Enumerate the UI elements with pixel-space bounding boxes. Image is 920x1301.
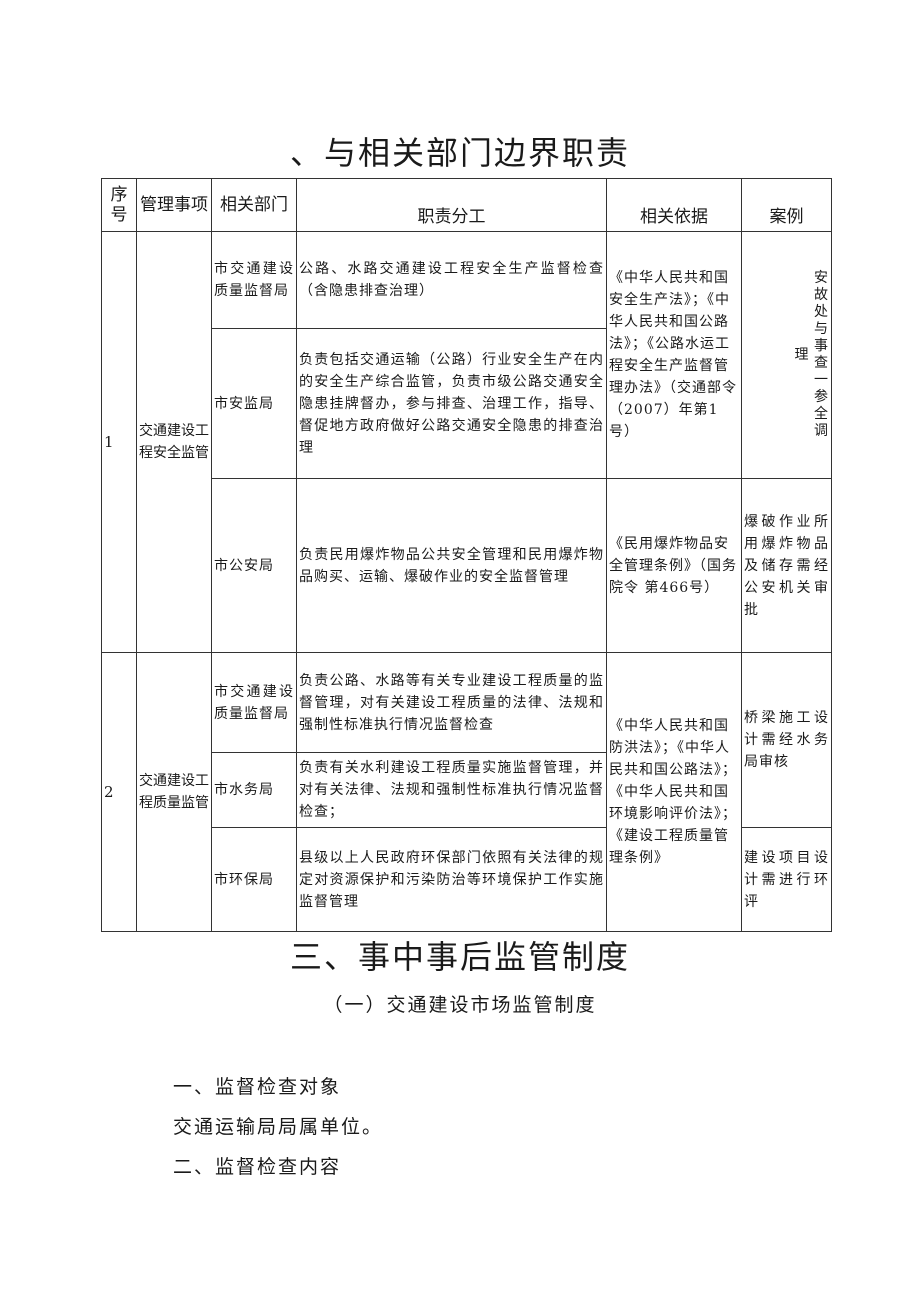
case-prefix: 理: [794, 347, 809, 363]
row-item: 交通建设工程安全监管: [136, 231, 212, 653]
row-dept: 市交通建设质量监督局: [211, 231, 297, 329]
paragraph: 一、监督检查对象: [173, 1076, 342, 1098]
section3-title: 三、事中事后监管制度: [289, 938, 630, 976]
row-item: 交通建设工程质量监管: [136, 652, 212, 932]
responsibility-table: 序号 管理事项 相关部门 职责分工 相关依据 案例 1 交通建设工程安全监管 市…: [101, 178, 832, 932]
row-case: 爆破作业所用爆炸物品及储存需经公安机关审批: [741, 478, 832, 653]
row-case: 理 安故处与事查一参全调: [741, 231, 832, 479]
paragraph: 交通运输局局属单位。: [173, 1116, 384, 1138]
table-row: 2 交通建设工程质量监管 市交通建设质量监督局 负责公路、水路等有关专业建设工程…: [101, 652, 832, 932]
row-dept: 市水务局: [211, 752, 297, 828]
row-duty: 负责民用爆炸物品公共安全管理和民用爆炸物品购买、运输、爆破作业的安全监督管理: [296, 478, 607, 653]
row-dept: 市交通建设质量监督局: [211, 652, 297, 753]
header-dept: 相关部门: [211, 178, 297, 232]
row-dept: 市安监局: [211, 328, 297, 479]
row-case: 桥梁施工设计需经水务局审核: [741, 652, 832, 828]
row-duty: 负责公路、水路等有关专业建设工程质量的监督管理，对有关建设工程质量的法律、法规和…: [296, 652, 607, 753]
row-seq: 1: [101, 231, 137, 653]
table-row: 市环保局 县级以上人民政府环保部门依照有关法律的规定对资源保护和污染防治等环境保…: [102, 827, 832, 932]
header-basis: 相关依据: [606, 178, 742, 232]
table-header-row: 序号 管理事项 相关部门 职责分工 相关依据 案例: [101, 178, 832, 232]
case-vertical-text: 安故处与事查一参全调: [814, 270, 828, 439]
row-seq: 2: [101, 652, 137, 932]
header-seq: 序号: [101, 178, 137, 232]
table-row: 市水务局 负责有关水利建设工程质量实施监督管理，并对有关法律、法规和强制性标准执…: [102, 752, 832, 828]
row-case: 建设项目设计需进行环评: [741, 827, 832, 932]
row-basis: 《中华人民共和国防洪法》；《中华人民共和国公路法》；《中华人民共和国环境影响评价…: [606, 652, 742, 932]
row-dept: 市环保局: [211, 827, 297, 932]
row-basis: 《民用爆炸物品安全管理条例》（国务院令 第466号）: [606, 478, 742, 653]
row-basis: 《中华人民共和国安全生产法》；《中华人民共和国公路法》；《公路水运工程安全生产监…: [606, 231, 742, 479]
table-row: 市公安局 负责民用爆炸物品公共安全管理和民用爆炸物品购买、运输、爆破作业的安全监…: [102, 478, 832, 653]
subsection-title: （一）交通建设市场监管制度: [323, 994, 597, 1016]
row-duty: 县级以上人民政府环保部门依照有关法律的规定对资源保护和污染防治等环境保护工作实施…: [296, 827, 607, 932]
table-row: 1 交通建设工程安全监管 市交通建设质量监督局 公路、水路交通建设工程安全生产监…: [101, 231, 832, 653]
row-duty: 公路、水路交通建设工程安全生产监督检查（含隐患排查治理）: [296, 231, 607, 329]
header-duty: 职责分工: [296, 178, 607, 232]
row-duty: 负责包括交通运输（公路）行业安全生产在内的安全生产综合监管，负责市级公路交通安全…: [296, 328, 607, 479]
header-item: 管理事项: [136, 178, 212, 232]
table-row: 市安监局 负责包括交通运输（公路）行业安全生产在内的安全生产综合监管，负责市级公…: [102, 328, 832, 479]
row-dept: 市公安局: [211, 478, 297, 653]
row-duty: 负责有关水利建设工程质量实施监督管理，并对有关法律、法规和强制性标准执行情况监督…: [296, 752, 607, 828]
header-case: 案例: [741, 178, 832, 232]
section-title: 、与相关部门边界职责: [289, 134, 630, 172]
paragraph: 二、监督检查内容: [173, 1156, 342, 1178]
